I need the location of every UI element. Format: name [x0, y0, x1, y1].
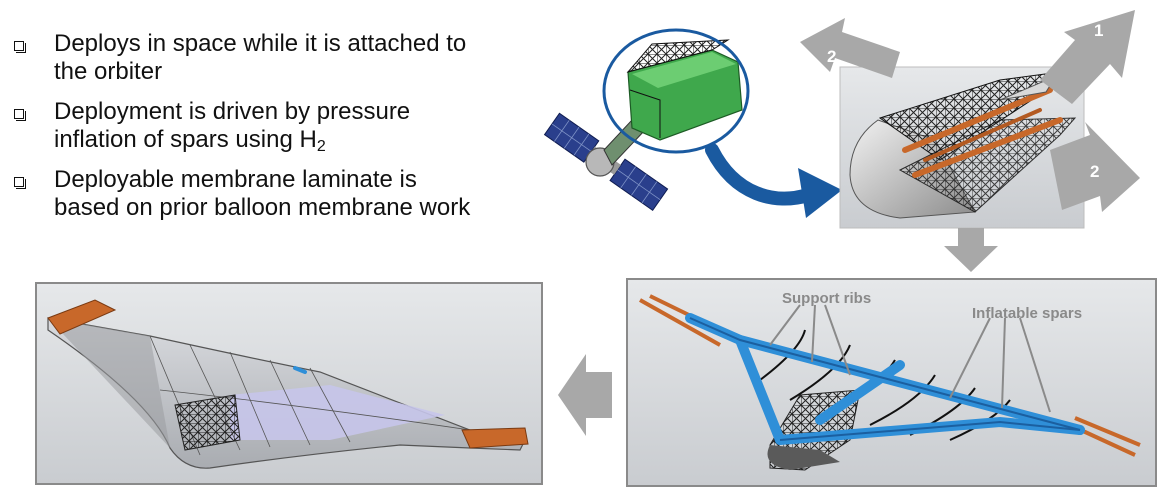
callout-arrow: [712, 150, 808, 199]
inflatable-spars-label: Inflatable spars: [972, 305, 1082, 322]
left-arrow: [558, 354, 612, 436]
stowed-payload: [628, 40, 742, 140]
arrow-label-1: 1: [1094, 21, 1103, 40]
deployment-panel: [840, 67, 1084, 228]
arrow-label-2-right: 2: [1090, 162, 1099, 181]
support-ribs-label: Support ribs: [782, 290, 871, 307]
arrow-label-2-upper: 2: [827, 47, 836, 66]
down-arrow: [944, 228, 998, 272]
flying-wing-panel: [36, 283, 542, 484]
callout-arrow-head: [798, 168, 842, 218]
orbiter-satellite: [545, 40, 742, 210]
